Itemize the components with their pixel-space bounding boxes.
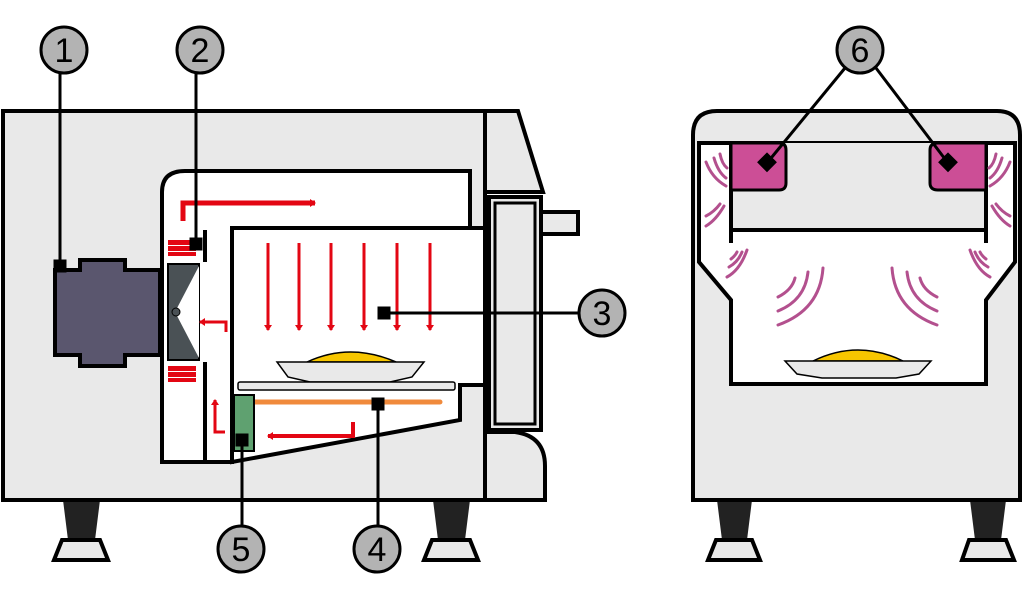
plate-front: [783, 360, 933, 379]
leg: [705, 500, 763, 562]
heating-coil: [168, 240, 196, 256]
callout-3: 3: [577, 288, 627, 338]
callout-label: 2: [191, 32, 210, 70]
leg: [421, 500, 481, 562]
leg: [959, 500, 1017, 562]
front-view: [691, 109, 1022, 562]
callout-label: 5: [232, 531, 251, 569]
callout-label: 4: [368, 531, 387, 569]
callout-1: 1: [39, 25, 89, 75]
fan: [167, 263, 200, 361]
callout-4: 4: [352, 524, 402, 574]
leg: [51, 500, 111, 562]
heating-coil: [168, 366, 196, 382]
callout-label: 6: [851, 32, 870, 70]
callout-label: 3: [593, 295, 612, 333]
callout-leaders: [53, 67, 958, 527]
callout-2: 2: [175, 25, 225, 75]
callout-5: 5: [216, 524, 266, 574]
airflow-arrows: [180, 199, 434, 440]
oven-door: [483, 109, 546, 194]
side-view: [1, 109, 580, 562]
magnetron: [53, 258, 162, 368]
callout-label: 1: [55, 32, 74, 70]
callout-6: 6: [835, 25, 885, 75]
tray: [237, 381, 456, 391]
microwave-waves: [704, 152, 1012, 327]
plate: [275, 361, 426, 383]
door-knob: [539, 210, 580, 236]
